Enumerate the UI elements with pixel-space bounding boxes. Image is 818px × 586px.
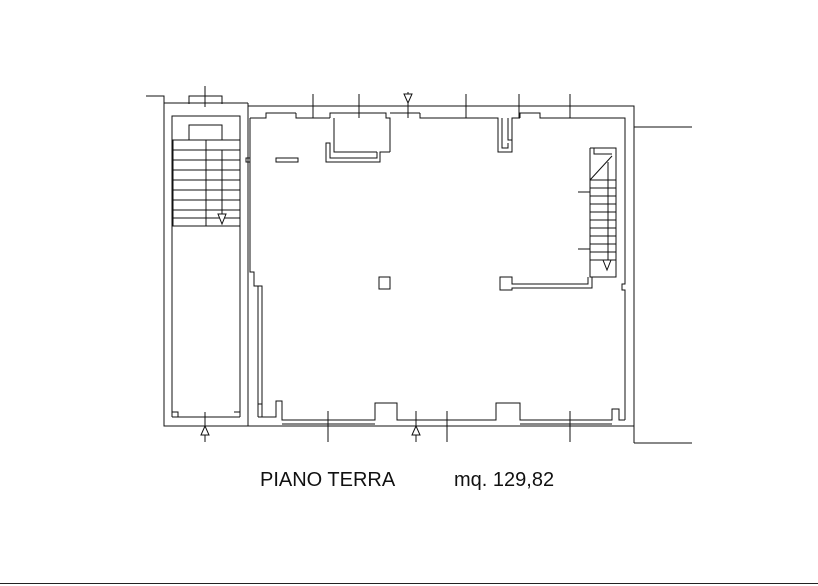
floor-name-label: PIANO TERRA (260, 469, 396, 491)
window-marks-bottom (327, 411, 571, 442)
right-stair (499, 147, 617, 291)
floor-area-label: mq. 129,82 (454, 469, 555, 491)
window-marks-top (296, 92, 584, 118)
columns (245, 157, 391, 290)
stair-core (171, 86, 241, 442)
page-bottom-rule (0, 583, 818, 584)
hall-inner-walls (249, 112, 626, 425)
